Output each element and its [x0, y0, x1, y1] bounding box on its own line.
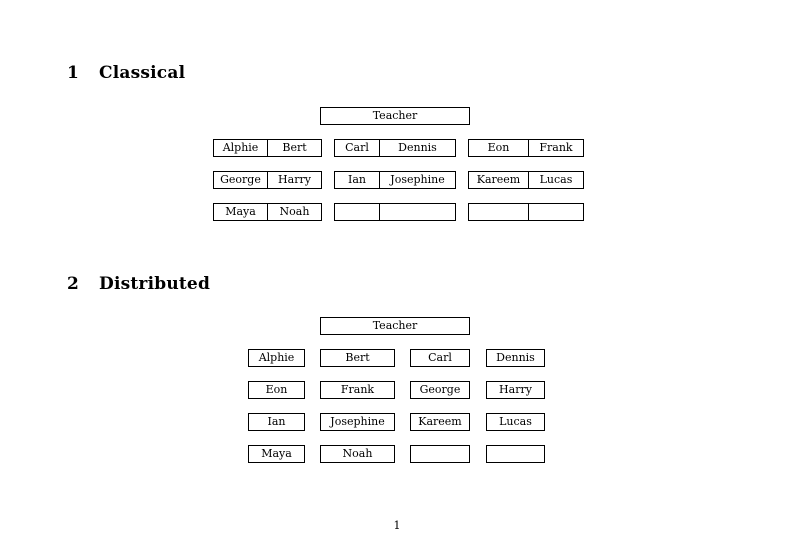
table-row: Carl Dennis	[334, 139, 456, 157]
student-box: Josephine	[320, 413, 395, 431]
table-cell: Bert	[282, 141, 307, 154]
student-box: Harry	[486, 381, 545, 399]
table-cell-empty	[380, 204, 455, 220]
student-box: Frank	[320, 381, 395, 399]
page-number: 1	[393, 519, 401, 532]
table-cell-empty	[529, 204, 583, 220]
section-title: Classical	[99, 63, 186, 83]
table-row: Maya Noah	[213, 203, 322, 221]
student-box: Kareem	[410, 413, 470, 431]
student-box: Maya	[248, 445, 305, 463]
table-row: Alphie Bert	[213, 139, 322, 157]
section-heading-classical: 1 Classical	[67, 63, 185, 83]
table-cell: Harry	[278, 173, 311, 186]
student-box: Noah	[320, 445, 395, 463]
table-cell: Dennis	[398, 141, 437, 154]
table-cell-empty	[335, 204, 380, 220]
student-box: Dennis	[486, 349, 545, 367]
table-row: Ian Josephine	[334, 171, 456, 189]
table-cell: Kareem	[469, 172, 529, 188]
student-box: Alphie	[248, 349, 305, 367]
table-cell: Josephine	[390, 173, 445, 186]
table-cell: Eon	[469, 140, 529, 156]
table-cell: Noah	[279, 205, 310, 218]
student-box-empty	[486, 445, 545, 463]
student-box: Ian	[248, 413, 305, 431]
student-box-empty	[410, 445, 470, 463]
student-box: Lucas	[486, 413, 545, 431]
table-row	[334, 203, 456, 221]
table-cell: Lucas	[539, 173, 573, 186]
teacher-box-distributed: Teacher	[320, 317, 470, 335]
student-box: Carl	[410, 349, 470, 367]
table-cell: Alphie	[214, 140, 268, 156]
table-cell-empty	[469, 204, 529, 220]
table-cell: Carl	[335, 140, 380, 156]
student-box: Eon	[248, 381, 305, 399]
table-cell: Ian	[335, 172, 380, 188]
section-heading-distributed: 2 Distributed	[67, 274, 210, 294]
teacher-box-classical: Teacher	[320, 107, 470, 125]
table-row: George Harry	[213, 171, 322, 189]
table-cell: Maya	[214, 204, 268, 220]
table-row: Eon Frank	[468, 139, 584, 157]
section-number: 1	[67, 63, 80, 83]
student-box: George	[410, 381, 470, 399]
section-number: 2	[67, 274, 80, 294]
student-box: Bert	[320, 349, 395, 367]
section-title: Distributed	[99, 274, 211, 294]
table-cell: George	[214, 172, 268, 188]
table-row: Kareem Lucas	[468, 171, 584, 189]
table-cell: Frank	[539, 141, 573, 154]
table-row	[468, 203, 584, 221]
